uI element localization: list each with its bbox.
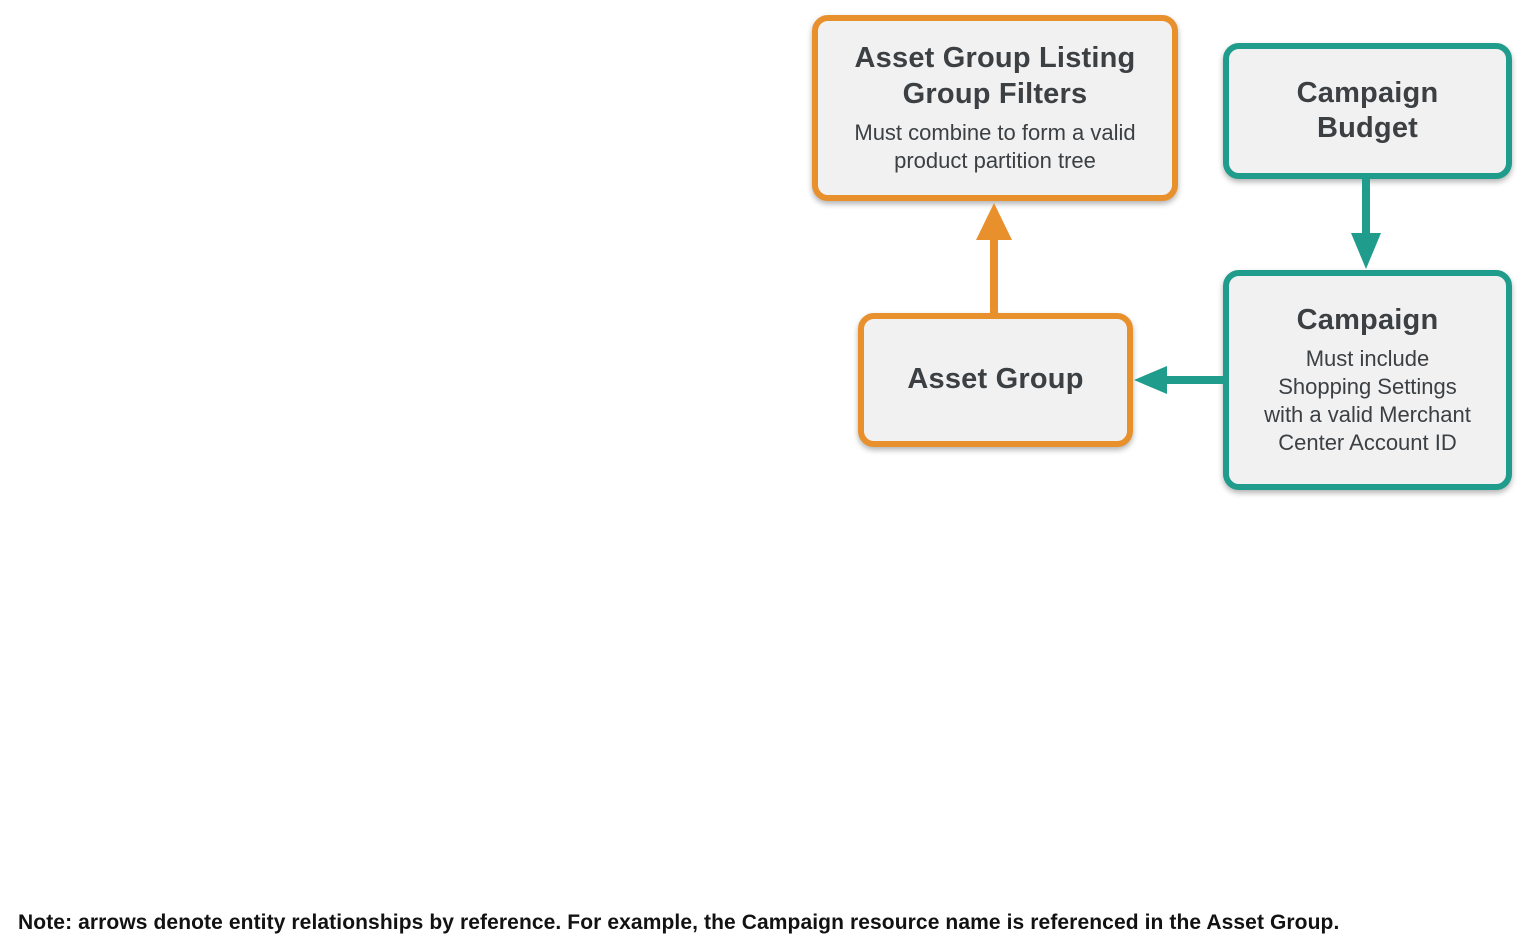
node-subtitle: Must combine to form a valid product par… bbox=[854, 119, 1136, 173]
arrow-campaign-budget-to-campaign-shaft bbox=[1362, 179, 1370, 235]
arrow-campaign-to-asset-group-shaft bbox=[1166, 376, 1224, 384]
node-title: Asset Group Listing Group Filters bbox=[854, 42, 1136, 110]
node-title: Campaign bbox=[1296, 303, 1439, 336]
node-asset-group-listing-group-filters: Asset Group Listing Group Filters Must c… bbox=[812, 15, 1178, 201]
node-campaign: Campaign Must include Shopping Settings … bbox=[1223, 270, 1512, 490]
node-subtitle: Must include Shopping Settings with a va… bbox=[1264, 346, 1471, 456]
arrow-left-icon bbox=[1134, 366, 1167, 394]
arrow-down-icon bbox=[1351, 233, 1381, 269]
arrow-asset-group-to-listing-filters-shaft bbox=[990, 237, 998, 314]
node-asset-group: Asset Group bbox=[858, 313, 1133, 447]
node-title: Campaign Budget bbox=[1296, 76, 1439, 144]
arrow-up-icon bbox=[976, 203, 1012, 240]
node-title: Asset Group bbox=[907, 363, 1084, 396]
node-campaign-budget: Campaign Budget bbox=[1223, 43, 1512, 179]
note-text: Note: arrows denote entity relationships… bbox=[18, 911, 1340, 934]
